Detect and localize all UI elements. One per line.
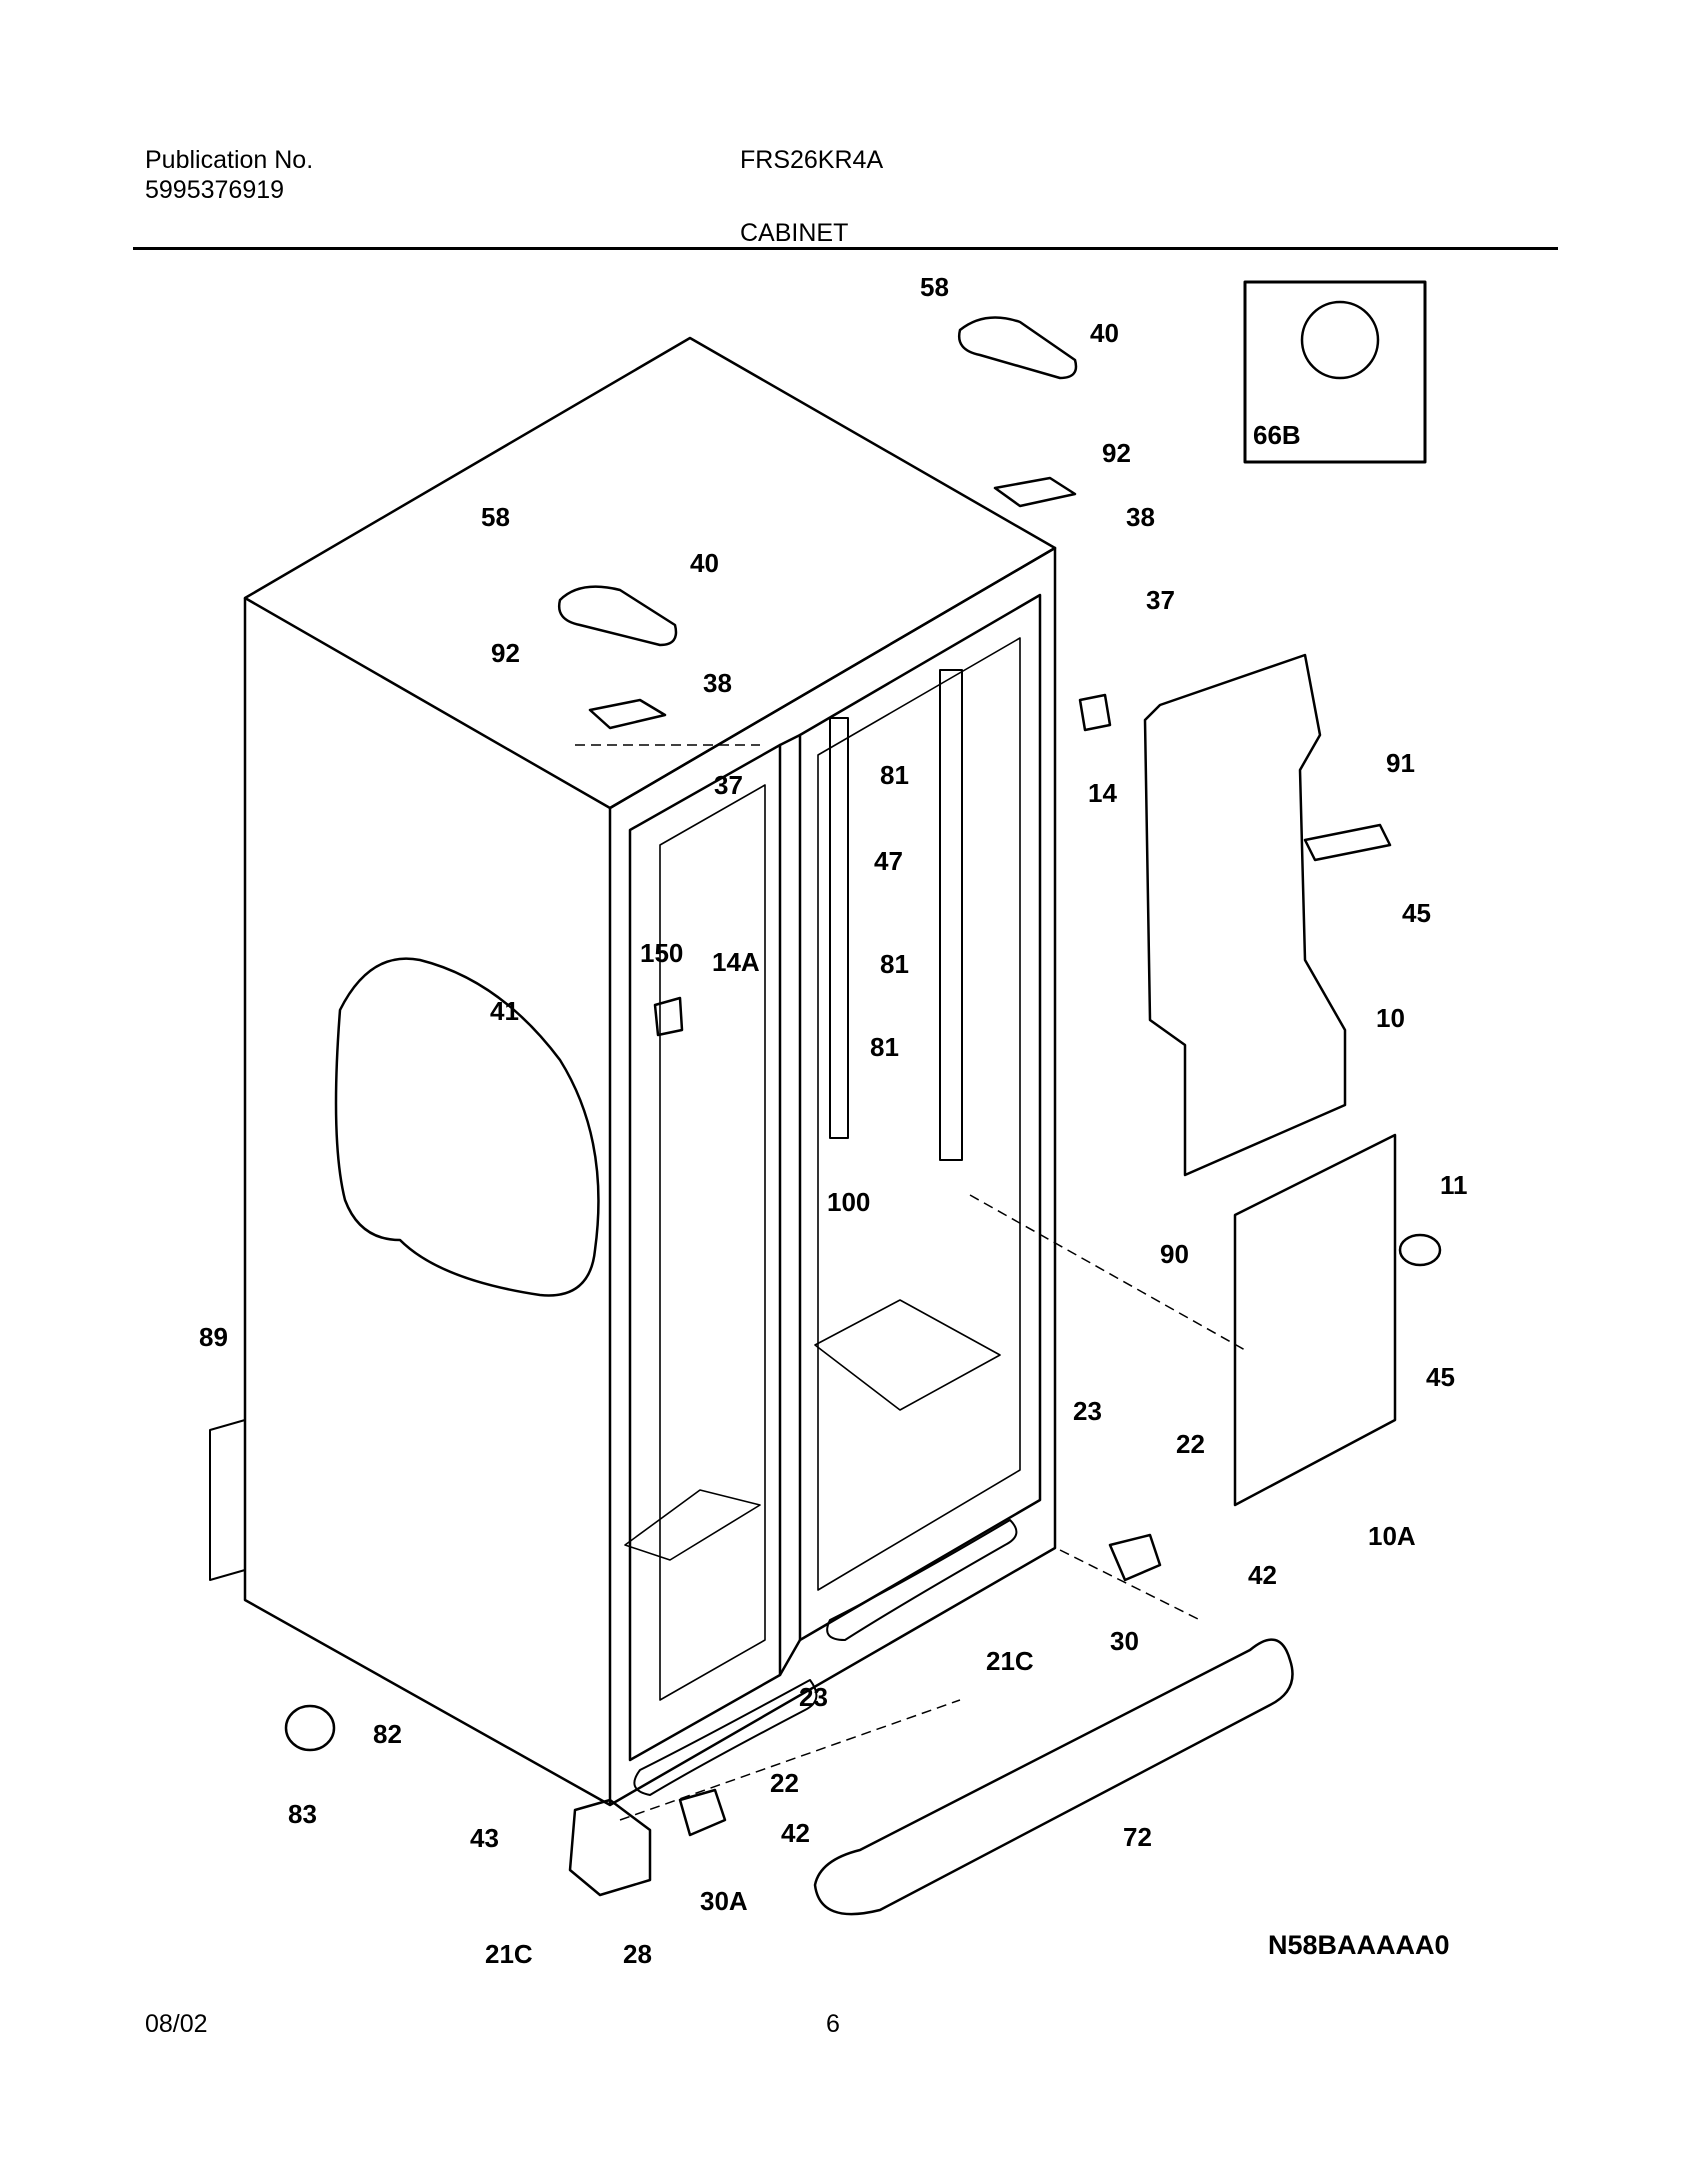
callout-22-left: 22 (770, 1768, 799, 1798)
hinge-cover-left (557, 585, 678, 647)
callout-21C-left: 21C (485, 1939, 533, 1969)
hinge-right (993, 476, 1077, 508)
callout-28: 28 (623, 1939, 652, 1969)
callout-30A: 30A (700, 1886, 748, 1916)
center-mullion (778, 733, 802, 1676)
callout-90: 90 (1160, 1239, 1189, 1269)
hinge-left (588, 698, 667, 730)
roller (284, 1704, 336, 1752)
callout-72: 72 (1123, 1822, 1152, 1852)
bottom-opening-right (826, 1519, 1018, 1641)
callout-58-left: 58 (481, 502, 510, 532)
callout-14A: 14A (712, 947, 760, 977)
callout-37-right: 37 (1146, 585, 1175, 615)
cabinet-top (243, 336, 1057, 810)
callout-45-top: 45 (1402, 898, 1431, 928)
callout-91: 91 (1386, 748, 1415, 778)
header-rule (133, 247, 1558, 250)
callout-82: 82 (373, 1719, 402, 1749)
publication-label: Publication No. (145, 146, 314, 174)
shelf-ladder-right (939, 669, 963, 1161)
hinge-bracket-bottom (568, 1798, 652, 1897)
page-number: 6 (826, 2010, 840, 2038)
fresh-food-liner (798, 593, 1042, 1642)
freezer-liner (628, 743, 782, 1762)
hinge-bottom-left (678, 1788, 727, 1837)
callout-89: 89 (199, 1322, 228, 1352)
callout-81-middle: 81 (880, 949, 909, 979)
callout-21C-right: 21C (986, 1646, 1034, 1676)
shelf-ladder-left (829, 717, 849, 1139)
inset-part (1300, 300, 1380, 380)
cabinet-side (243, 598, 612, 1807)
callout-38-left: 38 (703, 668, 732, 698)
callout-10A: 10A (1368, 1521, 1416, 1551)
callout-47: 47 (874, 846, 903, 876)
rear-access-panel (1233, 1133, 1397, 1507)
callout-45-bottom: 45 (1426, 1362, 1455, 1392)
callout-58-top: 58 (920, 272, 949, 302)
callout-81-top: 81 (880, 760, 909, 790)
callout-92-top: 92 (1102, 438, 1131, 468)
inset-frame (1243, 280, 1427, 464)
section-title: CABINET (740, 219, 849, 247)
callout-42-left: 42 (781, 1818, 810, 1848)
callout-23-right: 23 (1073, 1396, 1102, 1426)
callout-38-top: 38 (1126, 502, 1155, 532)
hinge-bottom-right (1108, 1533, 1162, 1582)
switch (653, 996, 684, 1037)
callout-22-right: 22 (1176, 1429, 1205, 1459)
model-number: FRS26KR4A (740, 146, 884, 174)
toe-grille (813, 1638, 1294, 1916)
vent-cover (1303, 823, 1392, 862)
hinge-cover-right (957, 316, 1078, 380)
callout-37-left: 37 (714, 770, 743, 800)
shield (334, 957, 600, 1297)
callout-30: 30 (1110, 1626, 1139, 1656)
callout-14: 14 (1088, 778, 1117, 808)
callout-42-right: 42 (1248, 1560, 1277, 1590)
callout-10: 10 (1376, 1003, 1405, 1033)
callout-40-top: 40 (1090, 318, 1119, 348)
publication-date: 08/02 (145, 2010, 208, 2038)
callout-83: 83 (288, 1799, 317, 1829)
callout-40-left: 40 (690, 548, 719, 578)
callout-11: 11 (1440, 1170, 1468, 1200)
drawing-id: N58BAAAAA0 (1268, 1930, 1450, 1960)
cabinet-front-frame (609, 546, 1057, 1807)
callout-43: 43 (470, 1823, 499, 1853)
callout-41: 41 (490, 996, 519, 1026)
callout-23-left: 23 (799, 1682, 828, 1712)
publication-number: 5995376919 (145, 176, 285, 204)
callout-150: 150 (640, 938, 683, 968)
callout-92-left: 92 (491, 638, 520, 668)
callout-81-bottom: 81 (870, 1032, 899, 1062)
gasket (1398, 1233, 1442, 1267)
callout-100: 100 (827, 1187, 870, 1217)
light-socket (1078, 693, 1112, 732)
inset-label: 66B (1253, 420, 1301, 450)
air-duct-panel (1143, 653, 1347, 1177)
mounting-panel (209, 1419, 246, 1581)
bottom-opening-left (633, 1679, 818, 1796)
